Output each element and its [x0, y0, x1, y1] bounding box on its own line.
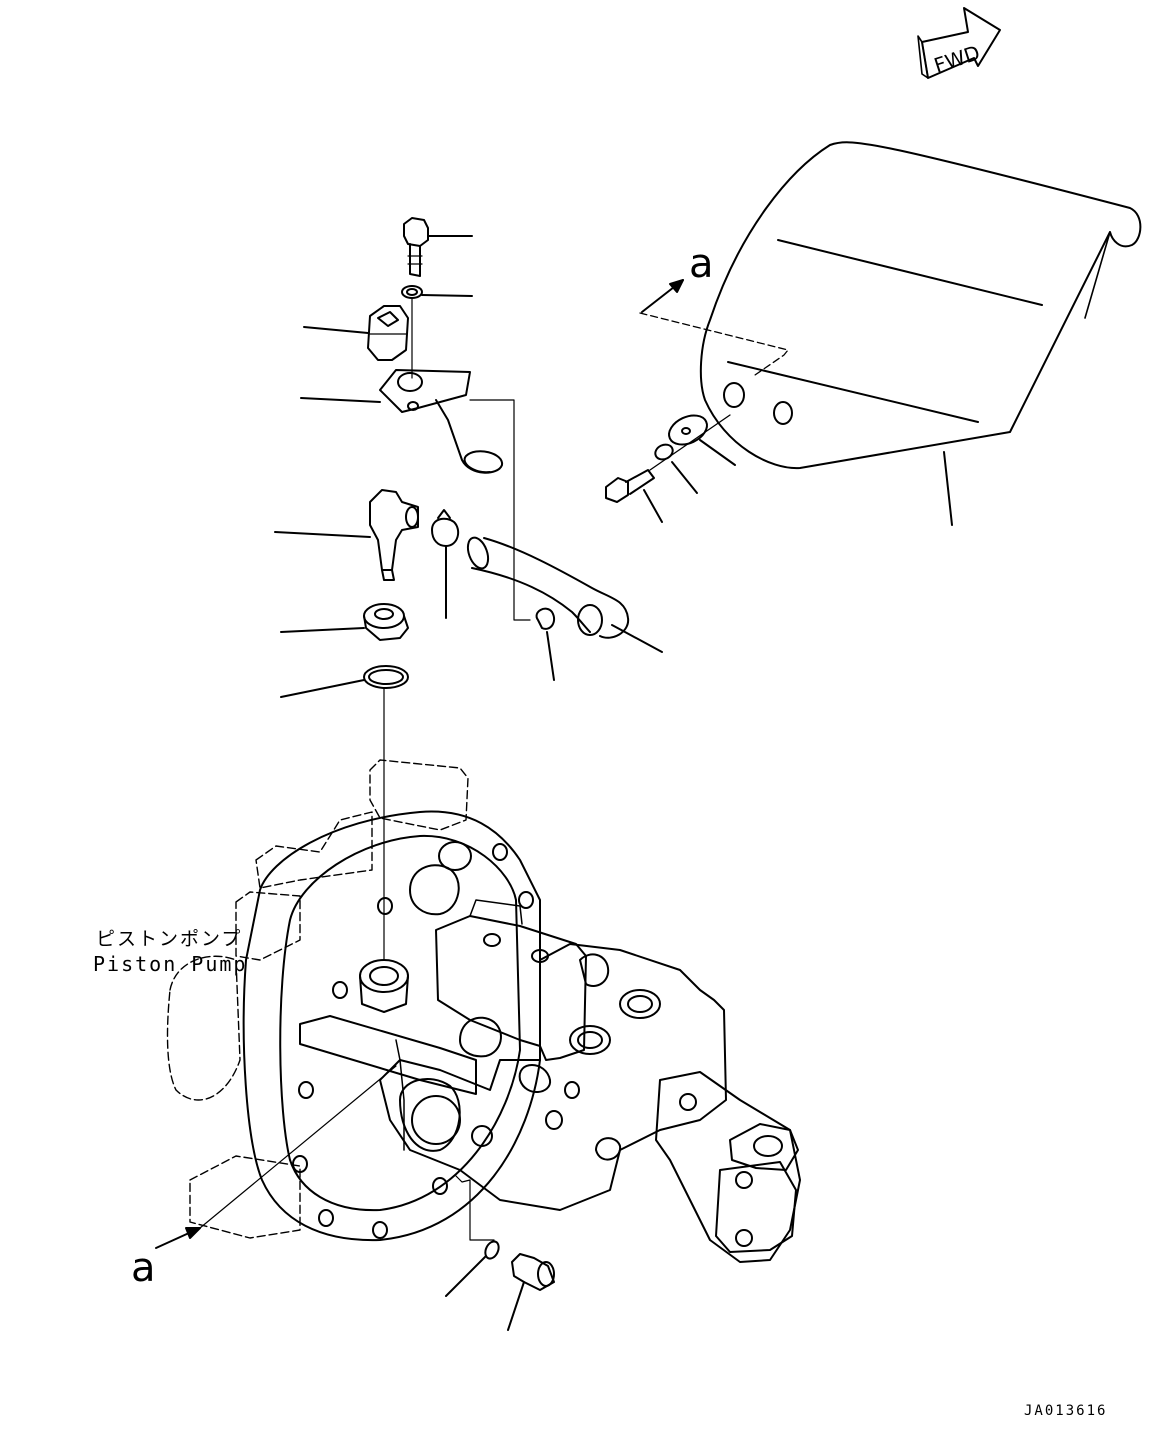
view-marker-top [639, 279, 789, 376]
piston-pump-label-jp: ピストンポンプ [96, 928, 243, 950]
fwd-text: FWD [931, 40, 983, 77]
drain-o-ring-part [445, 1240, 500, 1297]
view-marker-bottom-label: a [131, 1245, 156, 1291]
hose-clamp-left [431, 509, 460, 619]
drawing-id: JA013616 [1024, 1403, 1108, 1419]
piston-pump-assembly [166, 759, 801, 1263]
piston-pump-label-en: Piston Pump [93, 952, 248, 976]
cover-plate [699, 141, 1142, 526]
washer-part [401, 285, 473, 379]
bolt-part [403, 217, 473, 277]
bracket-part [300, 369, 531, 621]
cover-fasteners [605, 414, 736, 523]
elbow-fitting-part [274, 489, 419, 581]
view-marker-bottom [155, 1065, 397, 1249]
cap-part [303, 305, 409, 361]
drain-plug-part [507, 1253, 555, 1331]
view-marker-top-label: a [689, 241, 714, 287]
fwd-arrow-icon: FWD [917, 7, 1001, 79]
hose-part [466, 536, 663, 681]
nipple-part [280, 603, 409, 641]
